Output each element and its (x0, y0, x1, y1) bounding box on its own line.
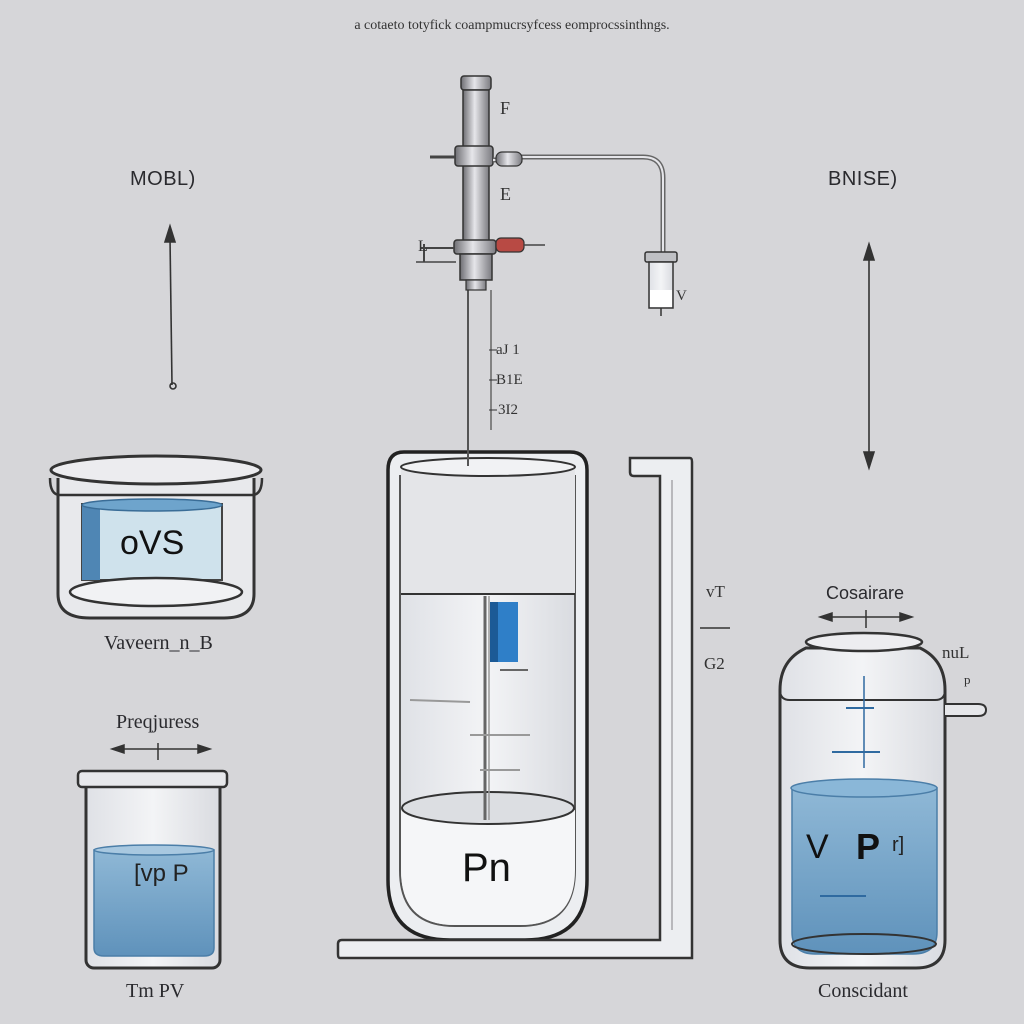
rod-scale-label-1: aJ 1 (496, 342, 520, 358)
left-tub (48, 454, 264, 620)
jar-text-v: V (806, 828, 829, 866)
stand-label-bottom: G2 (704, 654, 725, 673)
rod-scale-label-3: 3I2 (498, 402, 518, 418)
jar-side-label: nuL (942, 643, 970, 662)
small-beaker-text: [vp P (134, 860, 189, 887)
left-arrow (163, 223, 177, 390)
valve-label-left: L (418, 238, 428, 255)
constant-jar (778, 631, 988, 970)
stand-label-top: vT (706, 582, 725, 601)
plunger-rod (467, 290, 497, 466)
pressure-arrow (109, 743, 213, 760)
vial-label: V (676, 288, 687, 304)
jar-side-small: p (964, 672, 971, 687)
cylinder-text: Pn (462, 846, 511, 890)
left-container-caption: Vaveern_n_B (104, 632, 213, 654)
constant-bottom-label: Conscidant (818, 980, 908, 1002)
valve-label-middle: E (500, 184, 511, 204)
right-top-label: BNISE) (828, 168, 898, 190)
jar-text-r: r] (892, 834, 905, 856)
tall-cylinder (386, 450, 589, 942)
rod-scale-label-2: B1E (496, 372, 523, 388)
valve-column (416, 75, 666, 291)
small-beaker (76, 769, 229, 970)
left-top-label: MOBL) (130, 168, 196, 190)
diagram-title: a cotaeto totyfick coampmucrsyfcess eomp… (354, 18, 670, 33)
right-arrow (862, 241, 876, 471)
constant-arrow (817, 610, 915, 628)
valve-label-top: F (500, 98, 511, 118)
pressure-label: Preqjuress (116, 711, 200, 733)
left-container-text: oVS (120, 524, 185, 562)
constant-top-label: Cosairare (826, 583, 905, 603)
hanging-vial (644, 251, 678, 316)
small-beaker-caption: Tm PV (126, 980, 185, 1002)
jar-text-p: P (856, 826, 881, 867)
stand (336, 456, 730, 960)
